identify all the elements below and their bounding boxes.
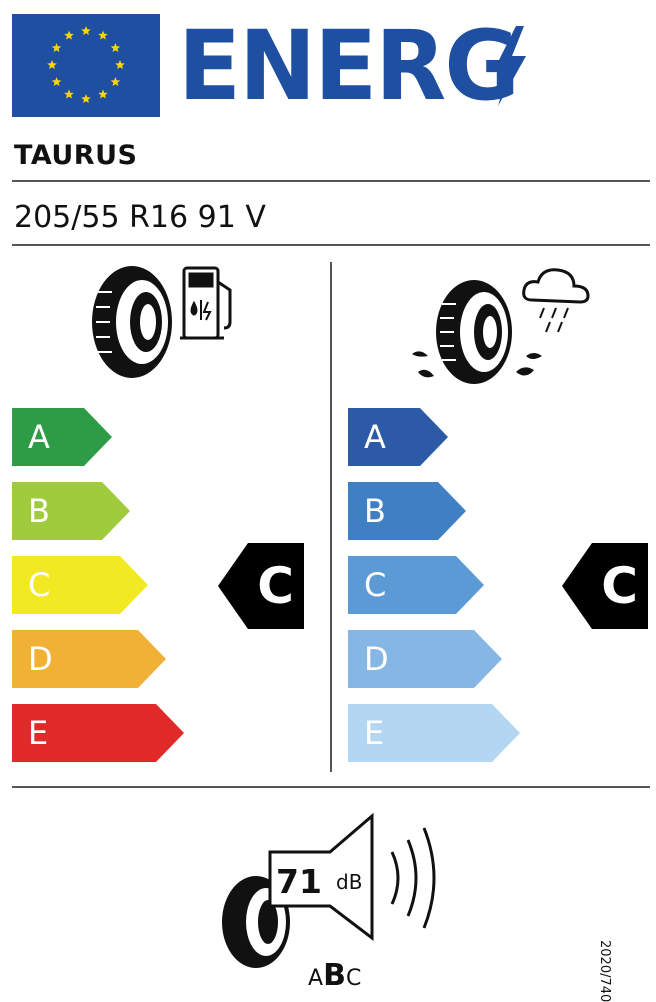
noise-value: 71 <box>276 862 322 901</box>
fuel-class-letter: C <box>28 566 51 604</box>
splash-icon <box>412 351 542 378</box>
tyre-icon <box>436 280 512 384</box>
wet-grip-icon <box>412 268 590 384</box>
noise-class-c: C <box>345 966 362 991</box>
divider-bottom <box>12 786 650 788</box>
fuel-class-letter: B <box>28 492 50 530</box>
sound-waves-icon <box>390 827 436 929</box>
rain-cloud-icon <box>522 268 590 333</box>
speaker-icon <box>268 812 374 942</box>
fuel-class-b: B <box>12 482 130 540</box>
wet-class-b: B <box>348 482 466 540</box>
eu-star <box>110 77 121 86</box>
eu-star <box>98 30 108 40</box>
fuel-class-d: D <box>12 630 166 688</box>
eu-stars-icon <box>47 26 125 103</box>
eu-flag <box>12 14 160 117</box>
wet-class-letter: B <box>364 492 386 530</box>
fuel-class-c: C <box>12 556 148 614</box>
divider-top <box>12 180 650 182</box>
fuel-class-letter: D <box>28 640 53 678</box>
noise-class-a: A <box>308 966 324 991</box>
wet-rating-letter: C <box>601 557 638 615</box>
wet-class-e: E <box>348 704 520 762</box>
fuel-efficiency-icon <box>92 266 232 378</box>
eu-star <box>98 89 108 99</box>
fuel-rating-letter: C <box>257 557 294 615</box>
eu-star <box>64 89 74 99</box>
lightning-bolt-icon <box>494 26 526 106</box>
wet-rating-marker: C <box>562 543 648 629</box>
wet-class-d: D <box>348 630 502 688</box>
fuel-class-a: A <box>12 408 112 466</box>
regulation-number: 2020/740 <box>597 940 612 1002</box>
fuel-class-e: E <box>12 704 184 762</box>
eu-star <box>110 43 121 52</box>
noise-icon <box>222 812 436 968</box>
noise-class-b: B <box>323 958 346 993</box>
divider-vertical <box>330 262 332 772</box>
wet-class-letter: C <box>364 566 387 604</box>
wet-class-letter: D <box>364 640 389 678</box>
eu-star <box>47 60 57 69</box>
fuel-class-letter: A <box>28 418 50 456</box>
eu-star <box>51 77 62 86</box>
tyre-icon <box>92 266 172 378</box>
wet-class-letter: A <box>364 418 386 456</box>
eu-star <box>64 30 74 40</box>
eu-star <box>81 94 91 103</box>
energy-label-title: ENERG <box>178 10 520 122</box>
fuel-rating-marker: C <box>218 543 304 629</box>
noise-class-scale: ABC <box>308 958 361 993</box>
wet-class-letter: E <box>364 714 385 752</box>
brand-name: TAURUS <box>14 140 138 171</box>
divider-size <box>12 244 650 246</box>
wet-class-a: A <box>348 408 448 466</box>
wet-class-c: C <box>348 556 484 614</box>
fuel-pump-icon <box>180 266 232 340</box>
eu-star <box>51 43 62 52</box>
eu-star <box>115 60 125 69</box>
noise-unit: dB <box>336 870 363 894</box>
tyre-size: 205/55 R16 91 V <box>14 200 266 235</box>
fuel-class-letter: E <box>28 714 49 752</box>
eu-star <box>81 26 91 35</box>
